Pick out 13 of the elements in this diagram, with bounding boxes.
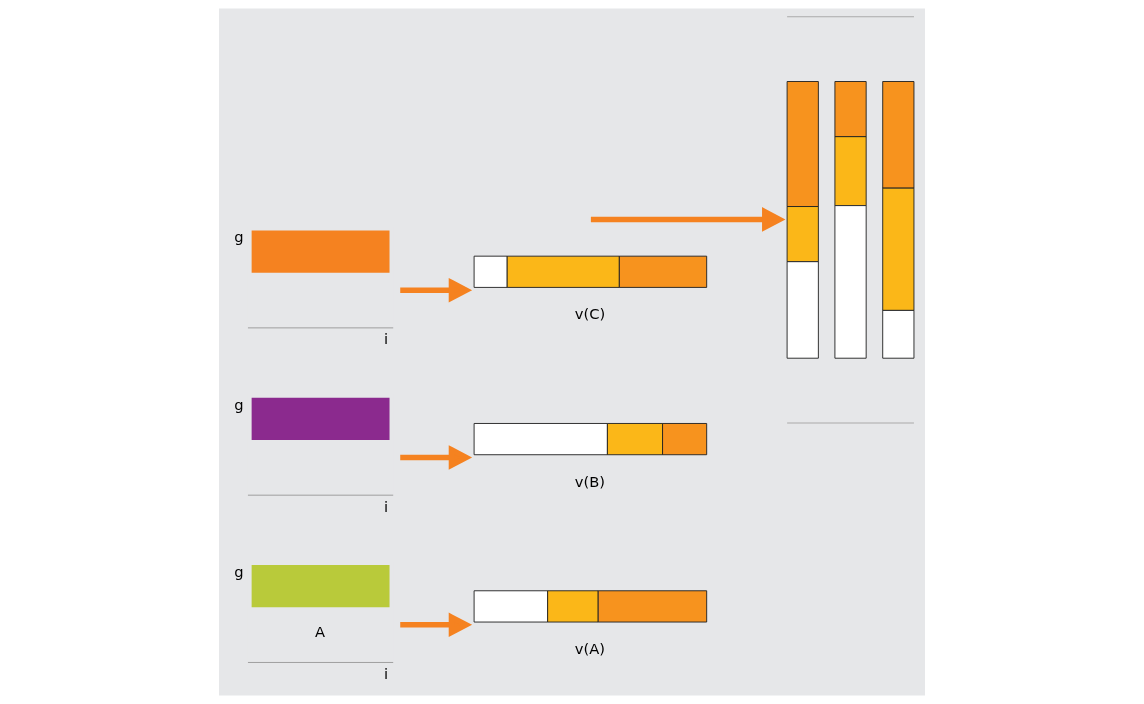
arrow [400, 277, 473, 303]
node-label: g [234, 395, 244, 413]
node-label: i [384, 330, 389, 348]
node-label: g [234, 562, 244, 580]
arrow [400, 445, 473, 470]
node-label: i [384, 497, 389, 515]
arrow [590, 207, 786, 232]
node-label: v(C) [574, 305, 606, 323]
arrow [400, 612, 473, 638]
node-label: v(A) [574, 640, 605, 658]
node-label: i [384, 664, 389, 682]
node-label: g [234, 228, 244, 246]
node-label: v(B) [574, 472, 605, 490]
